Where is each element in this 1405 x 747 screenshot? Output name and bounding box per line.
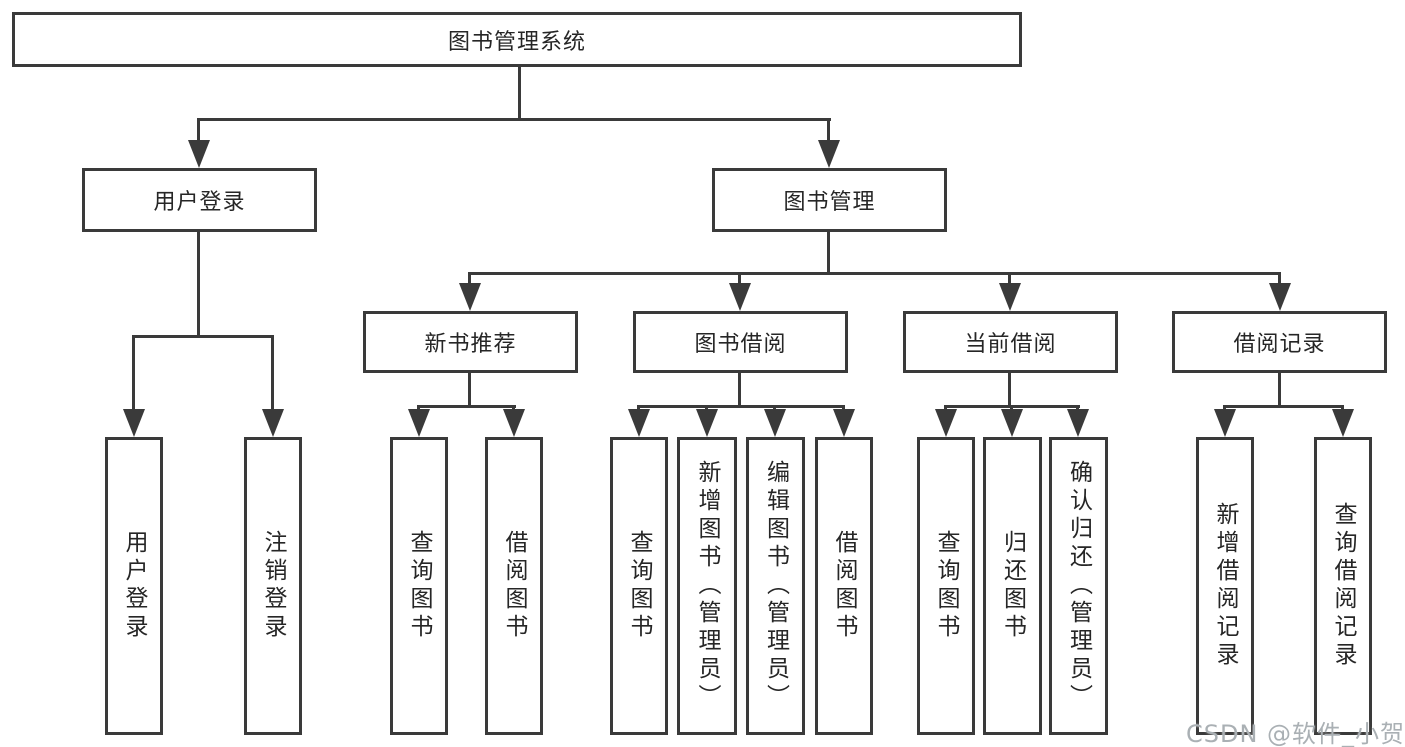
connector-book-mgmt-stem [827, 232, 830, 272]
arrowhead-leaf [764, 409, 786, 437]
connector-level2-bar [197, 118, 831, 121]
connector-user-login-drop [197, 118, 200, 145]
arrowhead-leaf [628, 409, 650, 437]
node-leaf-borrow-books-2: 借阅图书 [815, 437, 873, 735]
arrowhead-leaf [1214, 409, 1236, 437]
node-leaf-edit-book-admin: 编辑图书（管理员） [746, 437, 805, 735]
arrowhead-leaf [123, 409, 145, 437]
connector-group-stem [468, 373, 471, 405]
connector-group-stem [738, 373, 741, 405]
arrowhead-leaf [408, 409, 430, 437]
arrowhead-group [1269, 283, 1291, 311]
node-borrowing-records: 借阅记录 [1172, 311, 1387, 373]
connector-group-split-bar [637, 405, 845, 408]
connector-group-split-bar [1223, 405, 1344, 408]
connector-group-drop [468, 272, 471, 288]
connector-group-drop [1278, 272, 1281, 288]
connector-group-stem [1008, 373, 1011, 405]
arrowhead-leaf [1001, 409, 1023, 437]
connector-group-drop [1008, 272, 1011, 288]
node-leaf-logout: 注销登录 [244, 437, 302, 735]
arrowhead-leaf [935, 409, 957, 437]
node-leaf-query-books-2: 查询图书 [610, 437, 668, 735]
arrowhead-book-mgmt [818, 140, 840, 168]
node-book-management: 图书管理 [712, 168, 947, 232]
arrowhead-leaf [1067, 409, 1089, 437]
arrowhead-leaf [696, 409, 718, 437]
node-leaf-add-borrow-record: 新增借阅记录 [1196, 437, 1254, 735]
arrowhead-leaf [1332, 409, 1354, 437]
node-leaf-borrow-books-1: 借阅图书 [485, 437, 543, 735]
connector-user-login-split-bar [132, 335, 274, 338]
connector-level3-bar [468, 272, 1281, 275]
node-new-book-recommend: 新书推荐 [363, 311, 578, 373]
node-user-login: 用户登录 [82, 168, 317, 232]
arrowhead-leaf [262, 409, 284, 437]
connector-book-mgmt-drop [827, 118, 830, 145]
connector-leaf-drop [132, 335, 135, 413]
connector-user-login-stem [197, 232, 200, 335]
arrowhead-group [999, 283, 1021, 311]
connector-leaf-drop [271, 335, 274, 413]
node-leaf-query-borrow-record: 查询借阅记录 [1314, 437, 1372, 735]
connector-group-stem [1278, 373, 1281, 405]
arrowhead-group [729, 283, 751, 311]
node-leaf-user-login: 用户登录 [105, 437, 163, 735]
node-leaf-query-books-1: 查询图书 [390, 437, 448, 735]
node-book-borrowing: 图书借阅 [633, 311, 848, 373]
node-leaf-confirm-return-admin: 确认归还（管理员） [1049, 437, 1108, 735]
connector-root-stem [518, 67, 521, 118]
node-current-borrowing: 当前借阅 [903, 311, 1118, 373]
node-leaf-return-books: 归还图书 [983, 437, 1042, 735]
arrowhead-leaf [833, 409, 855, 437]
arrowhead-leaf [503, 409, 525, 437]
arrowhead-group [459, 283, 481, 311]
connector-group-drop [738, 272, 741, 288]
node-root: 图书管理系统 [12, 12, 1022, 67]
node-leaf-add-book-admin: 新增图书（管理员） [677, 437, 737, 735]
arrowhead-user-login [188, 140, 210, 168]
node-leaf-query-books-3: 查询图书 [917, 437, 975, 735]
connector-group-split-bar [417, 405, 516, 408]
watermark: CSDN @软件_小贺同学 [1186, 720, 1405, 747]
